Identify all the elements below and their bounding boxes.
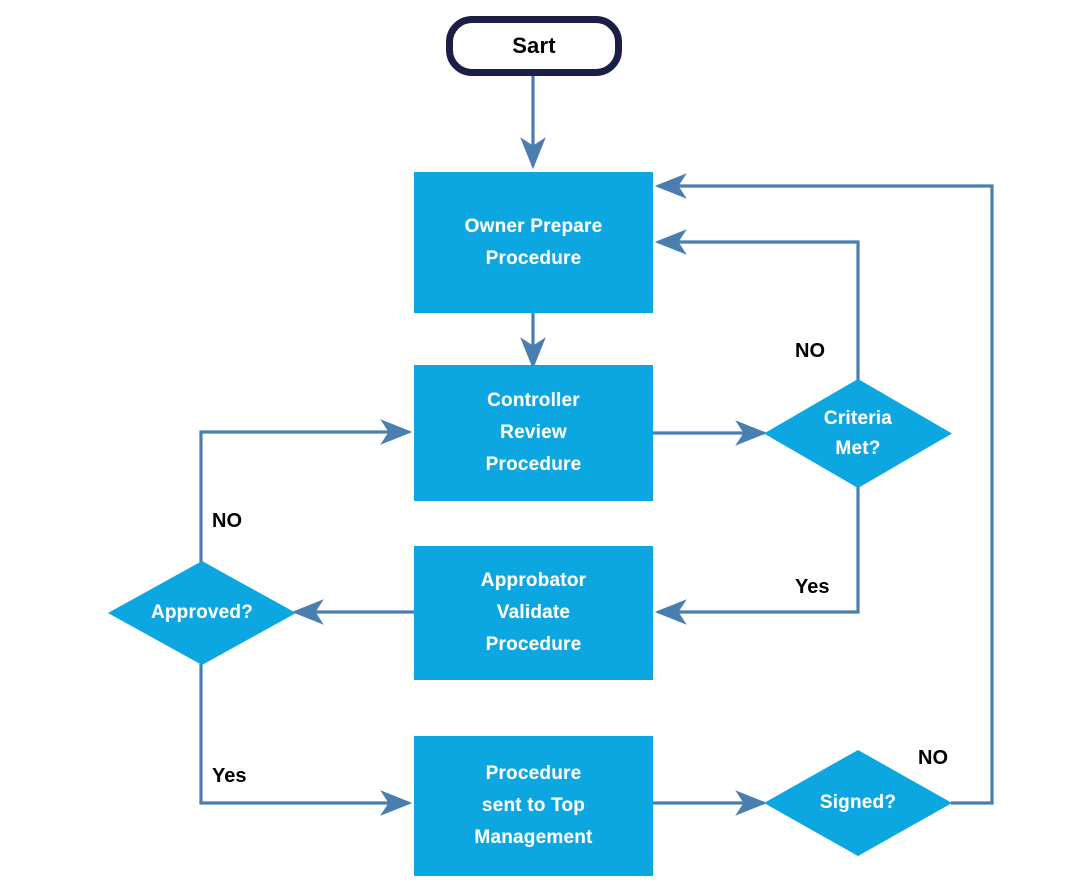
node-procedure-sent-to-top-management-label: Procedure sent to Top Management [474,763,593,848]
edge-signed-no-to-owner [654,173,994,805]
node-signed-label: Signed? [819,792,897,813]
node-controller-review-procedure-label: Controller Review Procedure [485,390,582,475]
node-signed-decision[interactable]: Signed? [764,750,952,856]
node-approbator-validate-procedure[interactable]: Approbator Validate Procedure [414,546,653,680]
node-procedure-sent-to-top-management[interactable]: Procedure sent to Top Management [414,736,653,876]
node-owner-prepare-procedure[interactable]: Owner Prepare Procedure [414,172,653,313]
node-approved-decision[interactable]: Approved? [108,561,296,665]
node-approved-label: Approved? [150,602,254,623]
node-controller-review-procedure[interactable]: Controller Review Procedure [414,365,653,501]
node-owner-prepare-procedure-label: Owner Prepare Procedure [464,215,603,269]
edge-label-signed-no: NO [918,747,948,769]
node-criteria-met-decision[interactable]: Criteria Met? [764,379,952,488]
edge-criteria-no-to-owner [654,229,860,380]
node-criteria-met-label: Criteria Met? [823,407,893,459]
edge-label-criteria-no: NO [795,340,825,362]
node-start-label: Sart [512,32,556,58]
edge-criteria-yes-to-approbator [654,487,860,625]
node-approbator-validate-procedure-label: Approbator Validate Procedure [480,570,587,655]
node-start[interactable]: Sart [446,16,622,76]
edge-approved-yes-to-procedure-sent [199,664,413,816]
edge-label-criteria-yes: Yes [795,576,830,598]
edge-approved-no-to-controller [199,419,413,562]
edge-label-approved-yes: Yes [212,765,247,787]
edge-label-approved-no: NO [212,510,242,532]
